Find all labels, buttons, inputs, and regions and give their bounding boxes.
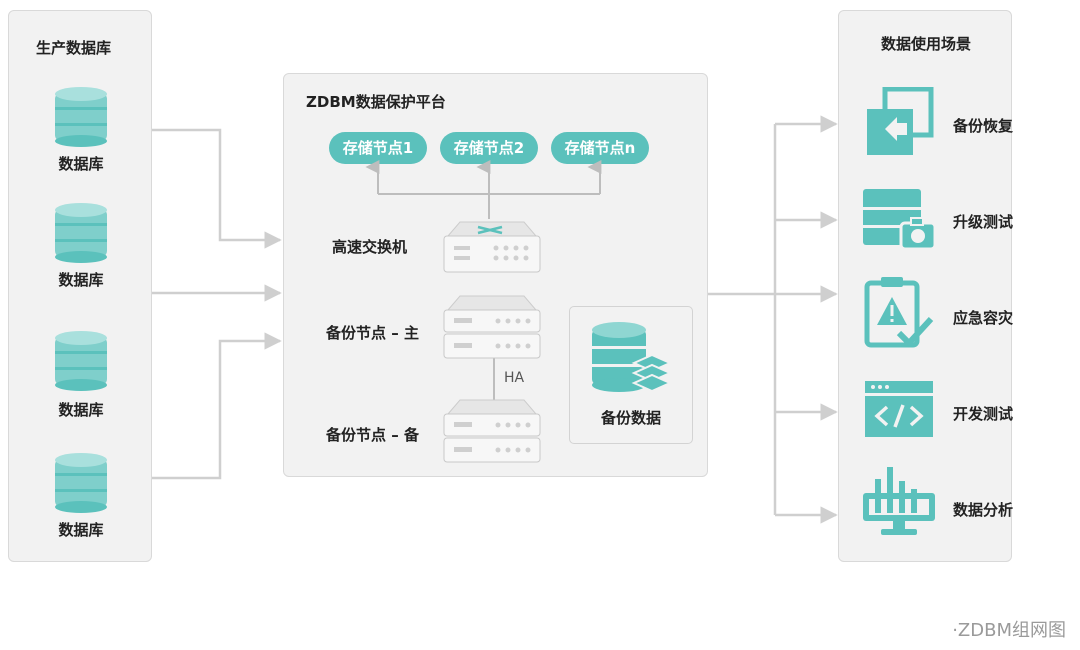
storage-node-1: 存储节点1 xyxy=(329,132,427,164)
network-switch-icon xyxy=(443,221,541,273)
database-label: 数据库 xyxy=(58,401,104,419)
backup-restore-icon xyxy=(867,87,934,155)
backup-data-box: 备份数据 xyxy=(569,306,693,444)
ha-label: HA xyxy=(504,370,525,386)
dev-test-icon xyxy=(865,381,933,437)
database-label: 数据库 xyxy=(58,155,104,173)
server-icon-primary xyxy=(443,295,541,359)
backup-node-standby-label: 备份节点 – 备 xyxy=(326,426,419,444)
scenario-label: 升级测试 xyxy=(953,213,1014,231)
database-icon xyxy=(55,331,107,391)
backup-data-label: 备份数据 xyxy=(600,409,661,427)
backup-node-primary-label: 备份节点 – 主 xyxy=(326,324,419,342)
upgrade-test-icon xyxy=(863,189,937,251)
usage-scenarios-title: 数据使用场景 xyxy=(881,35,972,53)
storage-node-n: 存储节点n xyxy=(551,132,649,164)
scenario-label: 应急容灾 xyxy=(953,309,1014,327)
database-icon xyxy=(55,87,107,147)
usage-scenarios-panel: 数据使用场景 备份恢复 升级测试 应急容灾 开发测试 xyxy=(838,10,1014,562)
database-icon xyxy=(55,453,107,513)
storage-connectors xyxy=(365,160,602,402)
scenario-label: 数据分析 xyxy=(953,501,1014,519)
backup-data-icon xyxy=(592,322,672,393)
platform-title: ZDBM数据保护平台 xyxy=(306,93,446,111)
zdbm-platform-panel: ZDBM数据保护平台 存储节点1 存储节点2 存储节点n 高速交换机 xyxy=(283,73,708,477)
high-speed-switch-label: 高速交换机 xyxy=(332,238,408,256)
disaster-recovery-icon xyxy=(864,277,934,348)
production-database-title: 生产数据库 xyxy=(36,39,112,57)
scenario-label: 备份恢复 xyxy=(953,117,1014,135)
production-database-panel: 生产数据库 数据库 数据库 数据库 数据库 xyxy=(8,10,152,562)
database-label: 数据库 xyxy=(58,271,104,289)
scenario-label: 开发测试 xyxy=(953,405,1014,423)
database-icon xyxy=(55,203,107,263)
data-analysis-icon xyxy=(863,467,935,535)
database-label: 数据库 xyxy=(58,521,104,539)
server-icon-standby xyxy=(443,399,541,463)
diagram-caption: ·ZDBM组网图 xyxy=(952,620,1066,641)
storage-node-2: 存储节点2 xyxy=(440,132,538,164)
